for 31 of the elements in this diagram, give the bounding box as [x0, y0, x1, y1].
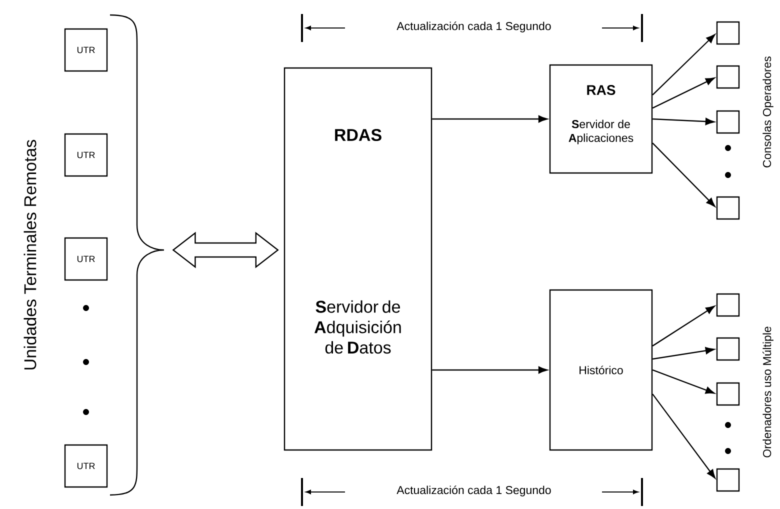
group-label: Unidades Terminales Remotas [24, 140, 36, 370]
utr-box: UTR [64, 444, 108, 488]
arrow [432, 366, 548, 374]
terminal-square [716, 337, 740, 361]
terminal-square [716, 293, 740, 317]
terminal-square [716, 110, 740, 134]
dimension-label: Actualización cada 1 Segundo [396, 22, 551, 32]
server-box: Histórico [549, 289, 653, 451]
arrow [652, 78, 715, 109]
utr-box: UTR [64, 28, 108, 72]
group-label: Ordenadores uso Múltiple [762, 326, 774, 458]
terminal-square [716, 382, 740, 406]
server-box: RDAS Servidor de Adquisición de Datos [284, 67, 432, 451]
server-box: RAS Servidor de Aplicaciones [549, 64, 653, 174]
arrow [652, 306, 715, 346]
utr-box: UTR [64, 237, 108, 281]
terminal-square [716, 468, 740, 492]
utr-box: UTR [64, 133, 108, 177]
brace [110, 14, 165, 496]
group-label: Consolas Operadores [762, 56, 774, 168]
terminal-square [716, 196, 740, 220]
arrow [652, 142, 716, 207]
arrow [652, 118, 714, 126]
terminal-square [716, 21, 740, 45]
arrow [652, 394, 716, 479]
arrow [652, 369, 715, 394]
arrow [652, 34, 716, 96]
arrow [652, 347, 714, 360]
terminal-square [716, 65, 740, 89]
arrow [432, 115, 548, 123]
dimension-label: Actualización cada 1 Segundo [396, 486, 551, 496]
